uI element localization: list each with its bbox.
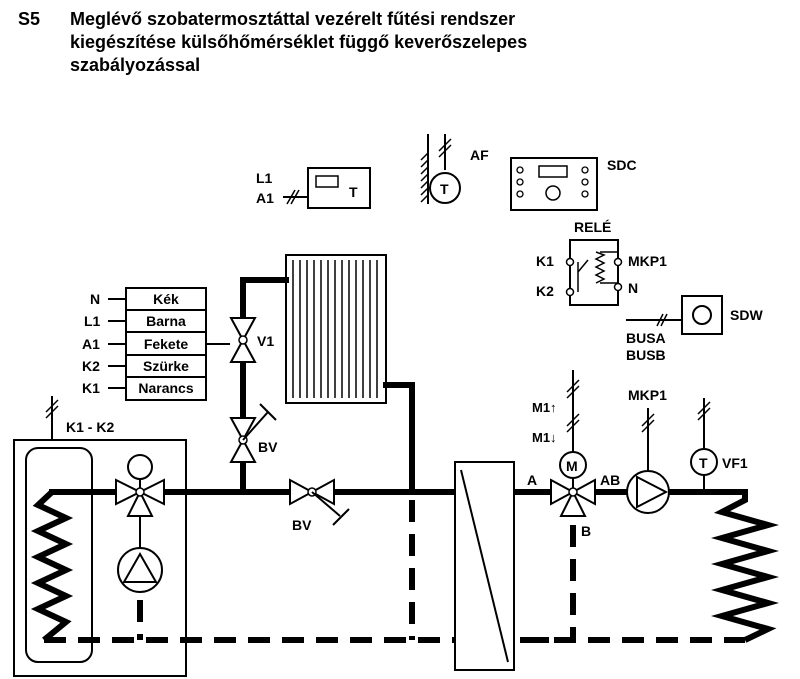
relay-coil [594, 251, 606, 284]
room-thermostat: L1 A1 T [256, 167, 371, 209]
wire-barna: Barna [146, 313, 186, 329]
flow-sensor: T VF1 [690, 398, 748, 492]
return-pipes [44, 500, 745, 643]
controller-label: SDC [607, 157, 637, 173]
boiler: K1 - K2 [13, 396, 187, 677]
bus-label-a: BUSA [626, 330, 666, 346]
radiator [285, 254, 387, 404]
wire-narancs: Narancs [138, 380, 193, 396]
mixer-port-a: A [527, 472, 537, 488]
terminal-n: N [90, 291, 100, 307]
boiler-pump-arrow [122, 551, 158, 583]
relay-terminal [613, 282, 623, 292]
mixer-motor-label-down: M1↓ [532, 430, 557, 445]
boiler-label: K1 - K2 [66, 419, 114, 435]
terminal-table: N L1 A1 K2 K1 Kék Barna Fekete Szürke Na… [82, 287, 230, 401]
valve-bv-horizontal-label: BV [292, 517, 312, 533]
boiler-valve-right [137, 478, 165, 506]
room-unit-knob [692, 305, 712, 325]
wire-fekete: Fekete [144, 336, 189, 352]
thermostat-label-a1: A1 [256, 190, 274, 206]
flow-sensor-symbol: T [699, 455, 708, 471]
cable-mark [660, 313, 668, 327]
wire-szurke: Szürke [143, 358, 189, 374]
cable-mark [438, 138, 452, 152]
outdoor-sensor-label: AF [470, 147, 489, 163]
mixer-port-b: B [581, 523, 591, 539]
relay-terminal [565, 257, 575, 267]
relay-label-n: N [628, 280, 638, 296]
sdc-controller: SDC [510, 157, 637, 211]
mixer-motor-label-up: M1↑ [532, 400, 557, 415]
floor-heating-coil [710, 492, 780, 643]
valve-v1-label: V1 [257, 333, 274, 349]
outdoor-sensor-symbol: T [440, 181, 449, 197]
cable-mark [656, 313, 664, 327]
circulation-pump: MKP1 [626, 387, 670, 514]
heat-exchanger-diagonal [460, 469, 509, 663]
cable-mark [290, 189, 300, 205]
cable-mark [438, 144, 452, 158]
relay-label-mkp1: MKP1 [628, 253, 667, 269]
terminal-k2: K2 [82, 358, 100, 374]
relay-title: RELÉ [574, 219, 611, 235]
thermostat-label-l1: L1 [256, 170, 273, 186]
outdoor-sensor-circle [429, 172, 461, 204]
valve-v1: V1 [229, 317, 274, 363]
terminal-a1: A1 [82, 336, 100, 352]
title-line-1: Meglévő szobatermosztáttal vezérelt fűté… [70, 9, 516, 29]
relay-box [569, 239, 619, 306]
controller-display [538, 165, 568, 178]
pump-arrow [636, 475, 669, 509]
boiler-actuator [127, 454, 153, 480]
radiator-body [285, 254, 387, 404]
relay: RELÉ K1 K2 MKP1 N [536, 219, 667, 306]
schema-code: S5 [18, 9, 41, 29]
valve-bv-horizontal: BV [289, 478, 350, 533]
thermostat-display [315, 175, 339, 188]
cable-mark [45, 405, 59, 419]
relay-label-k2: K2 [536, 283, 554, 299]
relay-terminal [613, 257, 623, 267]
room-unit-label: SDW [730, 307, 763, 323]
room-unit: SDW BUSA BUSB [626, 295, 763, 363]
mixer-valve: M1↑ M1↓ M A AB B [527, 370, 620, 539]
terminal-k1: K1 [82, 380, 100, 396]
title-line-3: szabályozással [70, 55, 201, 75]
relay-contact [577, 259, 589, 273]
relay-terminal [565, 287, 575, 297]
thermostat-box [307, 167, 371, 209]
boiler-coil [30, 489, 74, 643]
mixer-motor-symbol: M [566, 458, 578, 474]
valve-bv-vertical: BV [229, 403, 278, 463]
relay-label-k1: K1 [536, 253, 554, 269]
mixer-port-ab: AB [600, 472, 620, 488]
boiler-tank [25, 447, 93, 663]
boiler-valve-left [115, 478, 143, 506]
outdoor-sensor: T AF [420, 134, 489, 204]
valve-bv-vertical-label: BV [258, 439, 278, 455]
controller-knob [545, 185, 561, 201]
thermostat-symbol: T [349, 184, 358, 200]
flow-sensor-label: VF1 [722, 455, 748, 471]
title-line-2: kiegészítése külsőhőmérséklet függő keve… [70, 32, 528, 52]
boiler-outline [13, 439, 187, 677]
pump-label: MKP1 [628, 387, 667, 403]
terminal-l1: L1 [84, 313, 101, 329]
cable-mark [45, 399, 59, 413]
cable-mark [286, 189, 296, 205]
wire-kek: Kék [153, 291, 179, 307]
bus-label-b: BUSB [626, 347, 666, 363]
heat-exchanger [454, 461, 515, 671]
